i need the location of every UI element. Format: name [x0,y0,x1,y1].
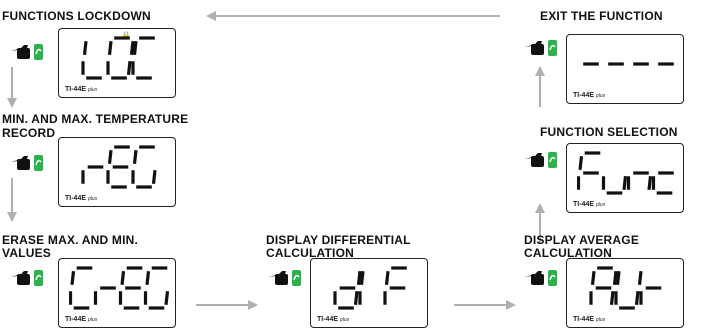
label-average-line1: DISPLAY AVERAGE [524,233,640,247]
seven-segment-readout [577,151,674,195]
seven-segment-readout [589,266,662,310]
press-key-icon [525,40,557,56]
lcd-segment [622,176,628,190]
label-exit-function: EXIT THE FUNCTION [540,9,663,23]
lcd-segment [132,150,138,164]
lcd-segment [120,271,126,285]
seven-segment-readout [333,266,407,310]
lcd-segment [107,150,113,164]
press-key-icon [11,155,43,171]
label-function-selection: FUNCTION SELECTION [540,125,678,139]
label-erase-values-line2: VALUES [2,246,51,260]
seven-segment-readout [81,145,157,189]
lcd-segment [107,41,113,55]
lcd-segment [612,271,618,285]
label-average-line2: CALCULATION [524,246,612,260]
lcd-segment [353,291,359,305]
lock-icon: 🔒 [121,31,131,40]
label-differential-line2: CALCULATION [266,246,354,260]
press-key-icon [269,270,301,286]
press-key-icon [11,270,43,286]
lcd-segment [647,176,653,190]
lcd-segment [578,156,584,170]
lcd-segment [129,41,135,55]
label-temperature-record-line1: MIN. AND MAX. TEMPERATURE [2,112,189,126]
lcd-segment [356,271,362,285]
lcd-segment [615,271,621,285]
lcd-segment [634,291,640,305]
press-key-icon [525,152,557,168]
lcd-segment [126,61,132,75]
lcd-segment [82,41,88,55]
press-key-icon [525,270,557,286]
lcd-segment [590,271,596,285]
lcd-segment [637,271,643,285]
press-key-icon [11,44,43,60]
lcd-segment [145,271,151,285]
seven-segment-readout [81,36,155,80]
lcd-segment [609,291,615,305]
lcd-segment [359,271,365,285]
seven-segment-readout [583,62,674,66]
lcd-segment [151,170,157,184]
lcd-segment [70,271,76,285]
label-erase-values-line1: ERASE MAX. AND MIN. [2,233,139,247]
lcd-segment [164,291,169,305]
lcd-segment [132,41,138,55]
label-differential-line1: DISPLAY DIFFERENTIAL [266,233,411,247]
seven-segment-readout [69,266,169,310]
label-functions-lockdown: FUNCTIONS LOCKDOWN [2,9,151,23]
label-temperature-record-line2: RECORD [2,126,56,140]
lcd-segment [384,271,390,285]
